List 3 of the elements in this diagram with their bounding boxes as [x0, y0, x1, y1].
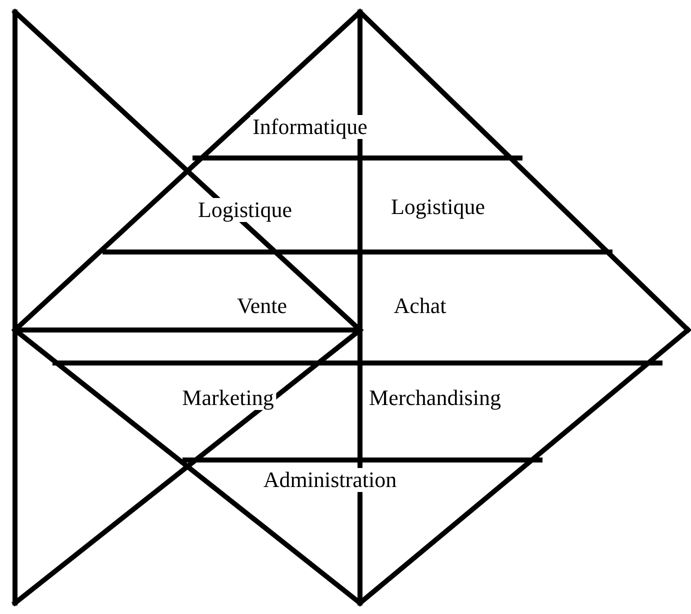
- section-label: Administration: [261, 468, 399, 492]
- section-label: Logistique: [196, 198, 294, 222]
- section-label: Informatique: [250, 115, 370, 139]
